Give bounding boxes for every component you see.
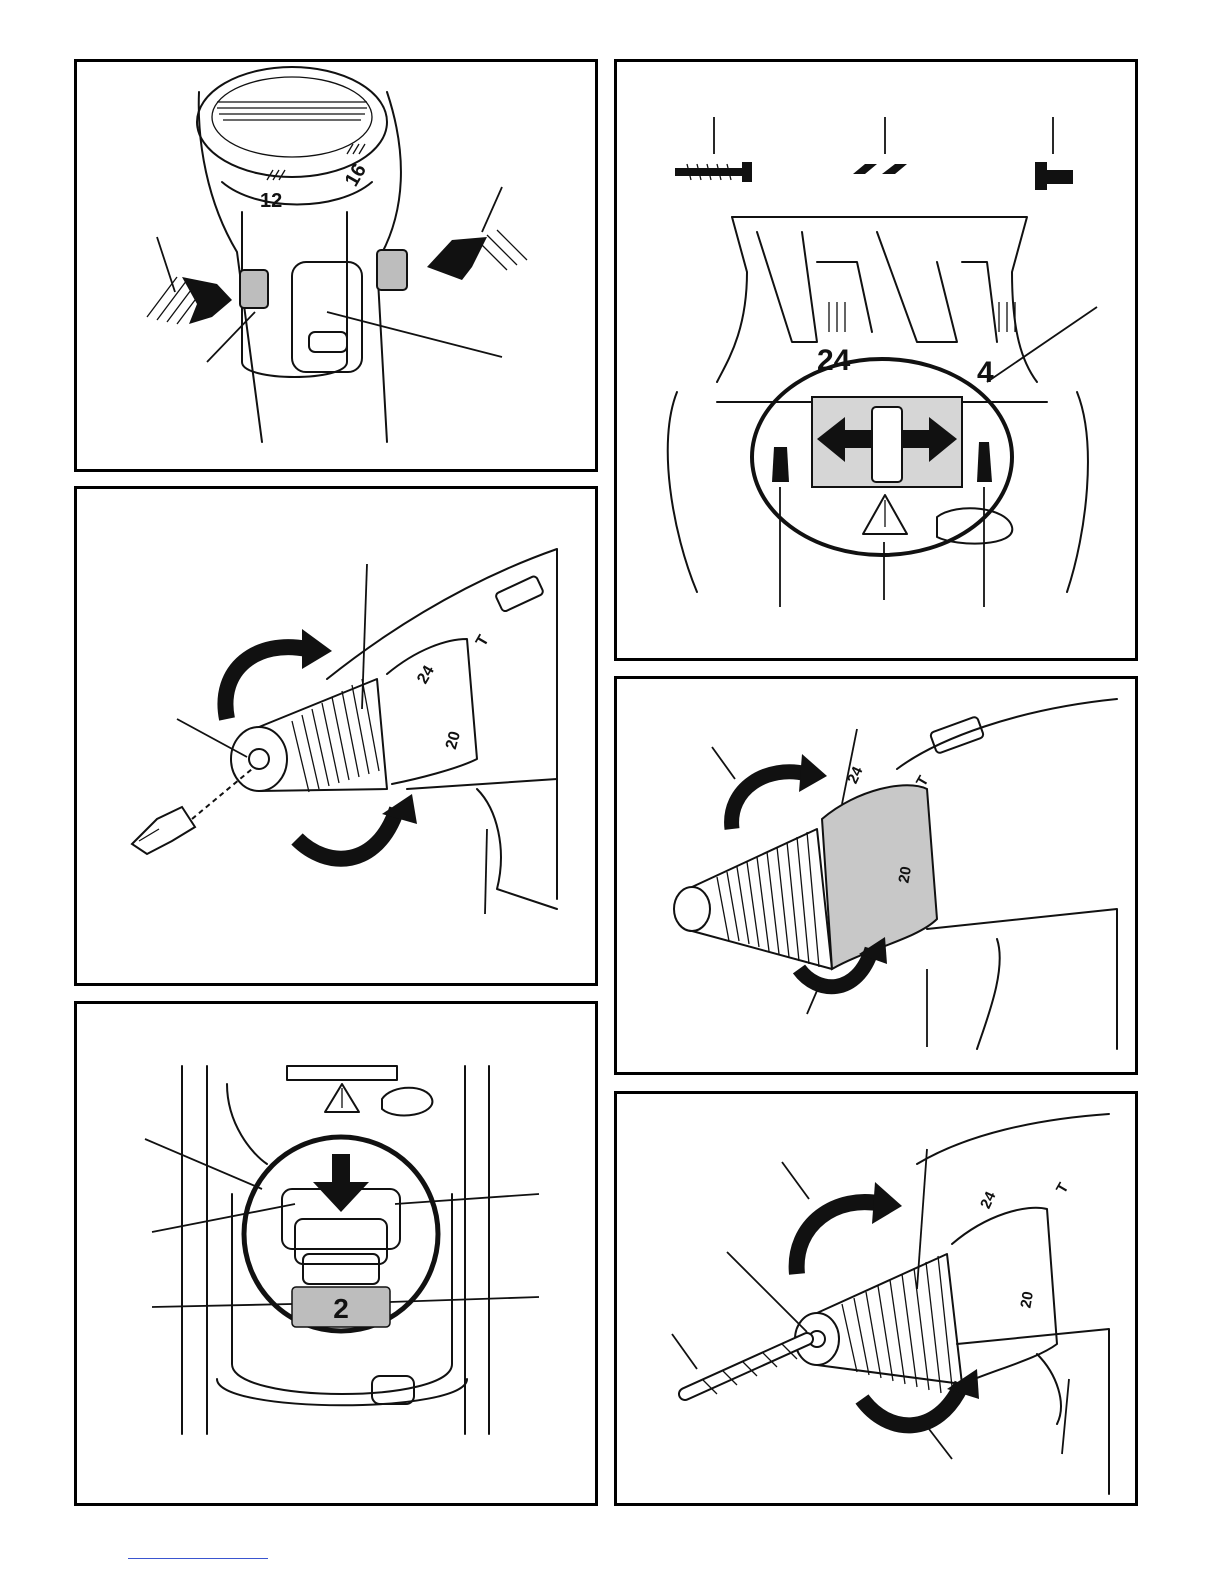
battery-release-button-right [377, 250, 407, 290]
battery-release-button-left [240, 270, 268, 308]
rotate-arrow-icon [297, 794, 417, 859]
dial-label-20: 20 [1017, 1290, 1037, 1309]
drill-bit-icon [685, 1339, 807, 1394]
arrow-left-icon [427, 230, 527, 280]
dial-label-20: 20 [443, 729, 464, 751]
dial-label-t: T [473, 632, 493, 649]
hammer-icon [1035, 162, 1073, 190]
chuck-front [231, 727, 287, 791]
drill-bit-icon [853, 164, 907, 174]
rotate-arrow-icon [797, 1182, 902, 1274]
panel-clutch-ring: 24 20 T [614, 676, 1138, 1075]
screw-icon [675, 162, 752, 182]
dial-label-4: 4 [977, 356, 994, 389]
gear-number: 2 [333, 1293, 349, 1324]
panel-direction-selector: 24 4 [614, 59, 1138, 661]
arrow-down-icon [313, 1154, 369, 1212]
panel-bit-insert: 24 20 T [74, 486, 598, 986]
dial-label-t: T [1053, 1180, 1072, 1196]
drill-bit-insert-illustration: 24 20 T [617, 1094, 1135, 1503]
battery-release-illustration: 12 16 [77, 62, 595, 469]
chuck-knurl [217, 102, 367, 120]
dial-label-12: 12 [260, 190, 282, 212]
gear-selector-illustration: 2 [77, 1004, 595, 1503]
rotate-arrow-icon [732, 754, 827, 829]
dial-label-20: 20 [895, 865, 915, 884]
panel-battery-release: 12 16 [74, 59, 598, 472]
screwdriver-bit-icon [132, 807, 195, 854]
dial-label-24: 24 [977, 1189, 1000, 1212]
panel-drill-bit-insert: 24 20 T [614, 1091, 1138, 1506]
rotate-arrow-icon [225, 629, 332, 719]
arrow-right-icon [147, 277, 232, 324]
footer-rule [128, 1558, 268, 1559]
warning-screw-icon [863, 495, 907, 534]
direction-selector-illustration: 24 4 [617, 62, 1135, 658]
dial-label-24: 24 [414, 663, 438, 687]
bit-insert-illustration: 24 20 T [77, 489, 595, 983]
panel-gear-selector: 2 [74, 1001, 598, 1506]
clutch-ring-illustration: 24 20 T [617, 679, 1135, 1072]
warning-screw-icon [325, 1084, 359, 1112]
